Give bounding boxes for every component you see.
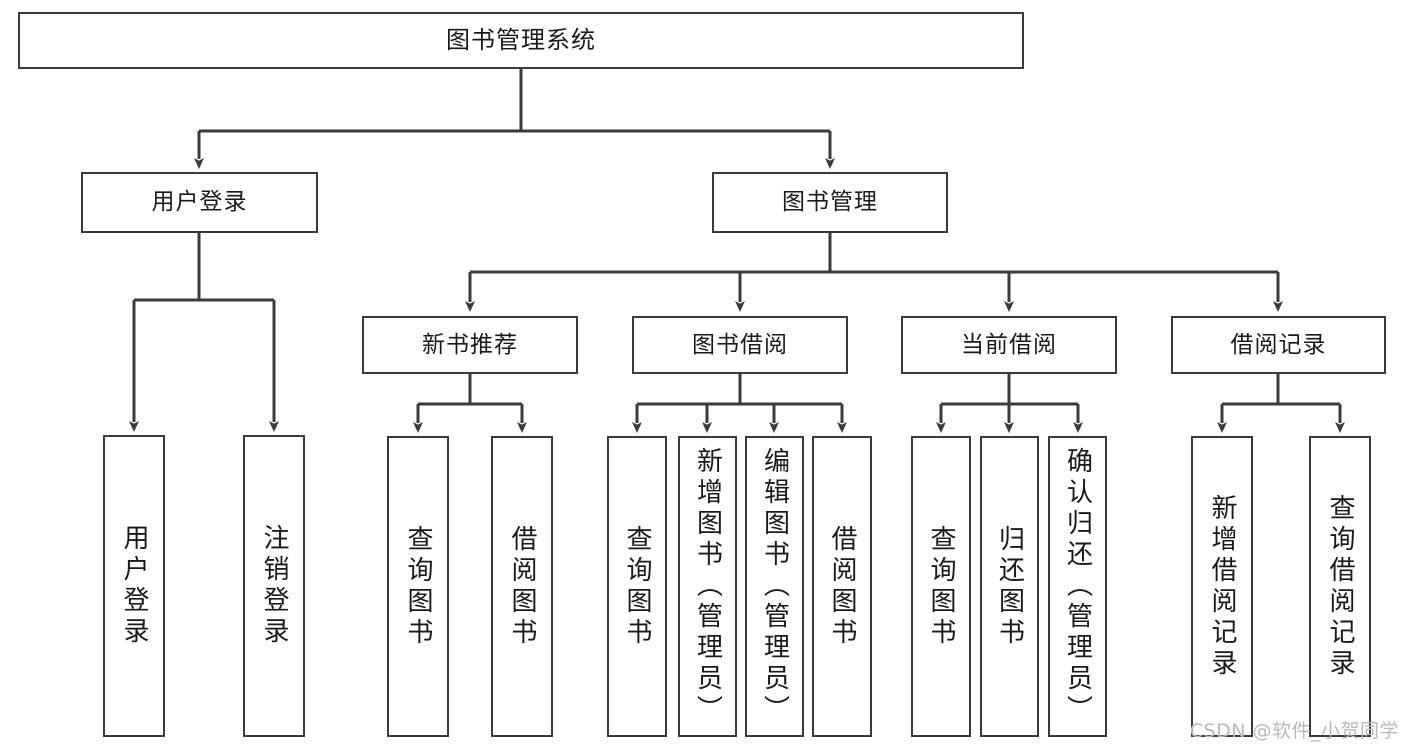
leaf-label: 查询图书 — [926, 524, 956, 649]
node-label: 图书管理 — [782, 189, 878, 216]
leaf-label: 确认归还（管理员） — [1062, 447, 1093, 726]
node-book-borrow[interactable]: 图书借阅 — [632, 316, 848, 374]
node-label: 新书推荐 — [422, 331, 518, 358]
node-new-book-recommend[interactable]: 新书推荐 — [362, 316, 578, 374]
node-book-management[interactable]: 图书管理 — [712, 172, 948, 233]
leaf-label: 查询图书 — [403, 524, 433, 649]
leaf-label: 注销登录 — [259, 524, 289, 648]
leaf-recommend-borrow-book[interactable]: 借阅图书 — [491, 436, 553, 737]
node-current-borrow[interactable]: 当前借阅 — [901, 316, 1117, 374]
leaf-borrow-edit-book-admin[interactable]: 编辑图书（管理员） — [745, 436, 804, 737]
leaf-label: 编辑图书（管理员） — [759, 447, 790, 726]
leaf-borrow-query-book[interactable]: 查询图书 — [607, 436, 667, 737]
leaf-label: 归还图书 — [994, 524, 1025, 649]
node-user-login[interactable]: 用户登录 — [81, 172, 318, 233]
leaf-label: 查询借阅记录 — [1325, 493, 1355, 680]
leaf-label: 借阅图书 — [507, 524, 537, 649]
leaf-borrow-borrow-book[interactable]: 借阅图书 — [812, 436, 872, 737]
leaf-user-login-logout[interactable]: 注销登录 — [243, 435, 305, 737]
node-label: 借阅记录 — [1230, 331, 1327, 358]
leaf-recommend-query-book[interactable]: 查询图书 — [387, 436, 449, 737]
node-root-system[interactable]: 图书管理系统 — [18, 12, 1024, 69]
leaf-borrow-add-book-admin[interactable]: 新增图书（管理员） — [678, 436, 737, 737]
node-borrow-record[interactable]: 借阅记录 — [1171, 316, 1386, 374]
leaf-record-query-record[interactable]: 查询借阅记录 — [1309, 436, 1371, 737]
leaf-label: 新增图书（管理员） — [692, 447, 723, 726]
leaf-label: 借阅图书 — [827, 524, 857, 649]
leaf-label: 查询图书 — [622, 524, 652, 649]
leaf-label: 新增借阅记录 — [1207, 493, 1237, 680]
node-label: 用户登录 — [151, 189, 248, 216]
node-label: 当前借阅 — [961, 331, 1057, 358]
leaf-user-login-login[interactable]: 用户登录 — [103, 435, 165, 737]
leaf-current-query-book[interactable]: 查询图书 — [911, 436, 971, 737]
node-label: 图书管理系统 — [446, 25, 596, 54]
leaf-current-confirm-return-admin[interactable]: 确认归还（管理员） — [1048, 436, 1107, 737]
leaf-current-return-book[interactable]: 归还图书 — [980, 436, 1039, 737]
leaf-label: 用户登录 — [119, 524, 149, 648]
node-label: 图书借阅 — [692, 331, 788, 358]
leaf-record-add-record[interactable]: 新增借阅记录 — [1191, 436, 1253, 737]
